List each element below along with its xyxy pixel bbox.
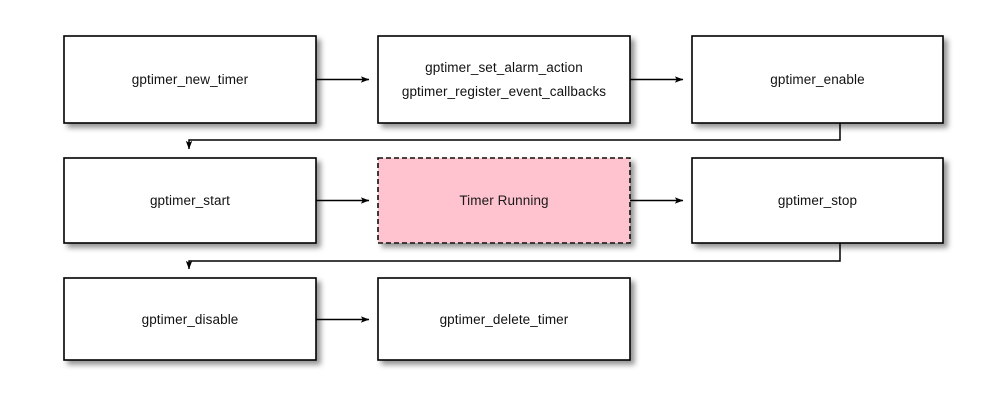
- node-label-stop: gptimer_stop: [778, 193, 857, 208]
- node-gptimer-set-alarm-action[interactable]: gptimer_set_alarm_action gptimer_registe…: [377, 35, 631, 124]
- node-gptimer-new-timer[interactable]: gptimer_new_timer: [63, 35, 317, 124]
- edge-enable-to-start: [185, 123, 841, 150]
- node-label-start: gptimer_start: [150, 193, 230, 208]
- node-label-set-alarm-action: gptimer_set_alarm_action: [425, 60, 583, 75]
- edge-layer: [185, 76, 841, 323]
- node-label-register-event-callbacks: gptimer_register_event_callbacks: [402, 84, 606, 99]
- node-label-new-timer: gptimer_new_timer: [132, 72, 249, 87]
- node-gptimer-disable[interactable]: gptimer_disable: [63, 277, 317, 361]
- node-gptimer-stop[interactable]: gptimer_stop: [691, 157, 944, 244]
- node-label-timer-running: Timer Running: [459, 193, 548, 208]
- node-gptimer-start[interactable]: gptimer_start: [63, 157, 317, 244]
- node-gptimer-delete-timer[interactable]: gptimer_delete_timer: [377, 277, 631, 361]
- edge-stop-to-disable: [185, 243, 841, 270]
- node-label-enable: gptimer_enable: [770, 72, 864, 87]
- node-label-delete-timer: gptimer_delete_timer: [440, 312, 569, 327]
- node-label-disable: gptimer_disable: [142, 312, 239, 327]
- node-timer-running[interactable]: Timer Running: [377, 157, 631, 244]
- node-gptimer-enable[interactable]: gptimer_enable: [691, 35, 944, 124]
